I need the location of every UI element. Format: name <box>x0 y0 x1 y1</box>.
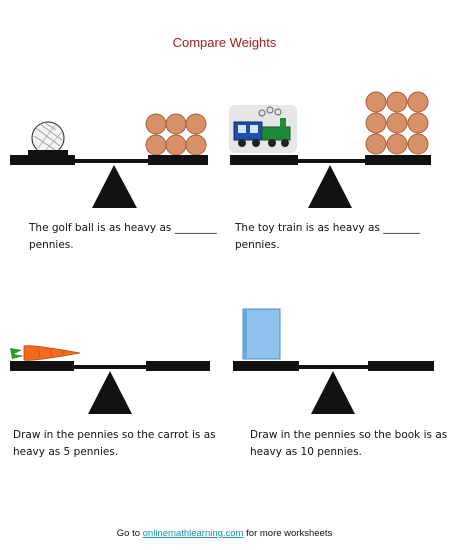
pennies-stack-2 <box>365 91 429 155</box>
footer: Go to onlinemathlearning.com for more wo… <box>0 528 449 539</box>
toy-train-icon <box>229 105 297 153</box>
caption-line: Draw in the pennies so the carrot is as <box>13 429 216 441</box>
caption-line: heavy as 10 pennies. <box>250 446 362 458</box>
caption-line: heavy as 5 pennies. <box>13 446 119 458</box>
pennies-stack-1 <box>145 113 207 156</box>
book-icon <box>242 308 281 360</box>
caption-line: Draw in the pennies so the book is as <box>250 429 448 441</box>
golf-ball-icon <box>28 121 68 156</box>
caption-line: The golf ball is as heavy as ________ <box>29 222 217 234</box>
caption-line: The toy train is as heavy as _______ <box>235 222 421 234</box>
footer-link[interactable]: onlinemathlearning.com <box>142 528 244 539</box>
caption-line: pennies. <box>235 239 280 251</box>
page-title: Compare Weights <box>172 35 277 50</box>
footer-suffix: for more worksheets <box>243 528 333 539</box>
caption-line: pennies. <box>29 239 74 251</box>
footer-prefix: Go to <box>116 528 143 539</box>
carrot-icon <box>10 345 81 361</box>
